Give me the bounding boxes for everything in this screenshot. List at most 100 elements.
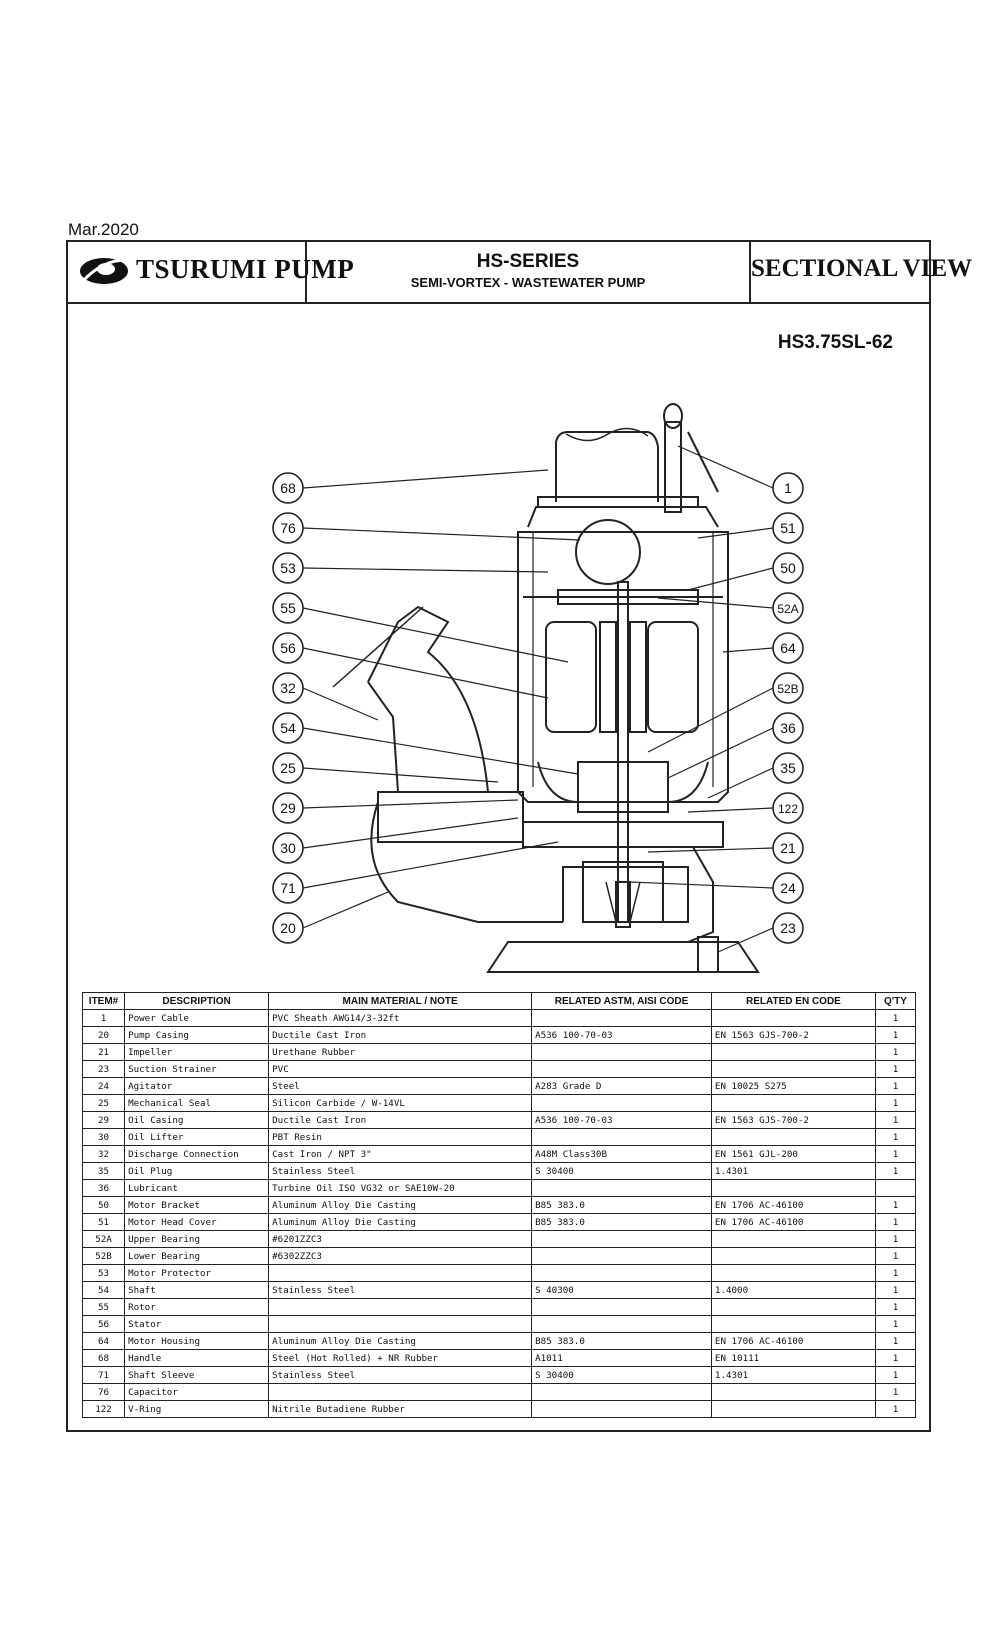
item-description: Shaft Sleeve <box>124 1366 270 1384</box>
callout-circle <box>772 592 804 624</box>
item-number: 32 <box>81 1145 126 1163</box>
item-material: Aluminum Alloy Die Casting <box>268 1332 533 1350</box>
callout-circle <box>772 792 804 824</box>
item-description: Agitator <box>124 1077 270 1095</box>
callout-right: 24 <box>772 872 804 904</box>
item-description: Discharge Connection <box>124 1145 270 1163</box>
callout-label: 52A <box>777 602 798 616</box>
item-number: 64 <box>81 1332 126 1350</box>
item-quantity: 1 <box>874 1264 917 1282</box>
item-en-code: EN 1563 GJS-700-2 <box>710 1111 876 1129</box>
callout-left: 30 <box>272 832 304 864</box>
callout-label: 53 <box>280 560 296 576</box>
item-astm-code <box>531 1179 712 1197</box>
callout-right: 21 <box>772 832 804 864</box>
leader-lines <box>302 445 774 953</box>
item-quantity: 1 <box>874 1009 917 1027</box>
item-en-code <box>710 1264 876 1282</box>
item-material <box>268 1383 533 1401</box>
callout-left: 56 <box>272 632 304 664</box>
item-number: 76 <box>81 1383 126 1401</box>
item-description: Lubricant <box>124 1179 270 1197</box>
item-number: 53 <box>81 1264 126 1282</box>
item-description: Stator <box>124 1315 270 1333</box>
item-material: Aluminum Alloy Die Casting <box>268 1213 533 1231</box>
item-astm-code: B85 383.0 <box>531 1196 712 1214</box>
item-quantity: 1 <box>874 1060 917 1078</box>
item-quantity: 1 <box>874 1196 917 1214</box>
item-number: 51 <box>81 1213 126 1231</box>
item-description: Capacitor <box>124 1383 270 1401</box>
callout-circle <box>272 632 304 664</box>
item-astm-code: B85 383.0 <box>531 1213 712 1231</box>
callout-left: 20 <box>272 912 304 944</box>
item-quantity: 1 <box>874 1400 917 1418</box>
item-astm-code: A536 100-70-03 <box>531 1026 712 1044</box>
item-astm-code <box>531 1400 712 1418</box>
item-quantity: 1 <box>874 1128 917 1146</box>
item-en-code <box>710 1400 876 1418</box>
item-description: Handle <box>124 1349 270 1367</box>
callout-right: 52A <box>772 592 804 624</box>
item-en-code: EN 10111 <box>710 1349 876 1367</box>
callout-left: 54 <box>272 712 304 744</box>
title-cell: HS-SERIES SEMI-VORTEX - WASTEWATER PUMP <box>307 242 751 302</box>
callout-label: 32 <box>280 680 296 696</box>
callout-circle <box>772 752 804 784</box>
item-astm-code <box>531 1230 712 1248</box>
item-number: 20 <box>81 1026 126 1044</box>
title-block: TSURUMI PUMP HS-SERIES SEMI-VORTEX - WAS… <box>68 242 973 304</box>
callout-circle <box>272 752 304 784</box>
item-description: Suction Strainer <box>124 1060 270 1078</box>
callout-circle <box>272 552 304 584</box>
item-en-code: 1.4301 <box>710 1162 876 1180</box>
item-description: Upper Bearing <box>124 1230 270 1248</box>
callout-right: 36 <box>772 712 804 744</box>
item-material: Stainless Steel <box>268 1162 533 1180</box>
item-quantity: 1 <box>874 1043 917 1061</box>
document-date: Mar.2020 <box>68 220 139 239</box>
item-quantity: 1 <box>874 1230 917 1248</box>
item-en-code <box>710 1043 876 1061</box>
item-quantity: 1 <box>874 1298 917 1316</box>
callout-label: 35 <box>780 760 796 776</box>
item-en-code: EN 10025 S275 <box>710 1077 876 1095</box>
item-en-code <box>710 1298 876 1316</box>
item-description: Motor Head Cover <box>124 1213 270 1231</box>
callout-circle <box>272 672 304 704</box>
item-number: 30 <box>81 1128 126 1146</box>
model-number: HS3.75SL-62 <box>777 332 893 353</box>
col-en: RELATED EN CODE <box>710 992 876 1010</box>
callout-label: 55 <box>280 600 296 616</box>
item-material: #6302ZZC3 <box>268 1247 533 1265</box>
item-description: Motor Housing <box>124 1332 270 1350</box>
item-quantity: 1 <box>874 1111 917 1129</box>
callout-label: 23 <box>780 920 796 936</box>
item-en-code <box>710 1128 876 1146</box>
drawing-frame: TSURUMI PUMP HS-SERIES SEMI-VORTEX - WAS… <box>66 240 973 1432</box>
item-quantity: 1 <box>874 1162 917 1180</box>
callout-label: 54 <box>280 720 296 736</box>
item-material: Steel (Hot Rolled) + NR Rubber <box>268 1349 533 1367</box>
item-material: Nitrile Butadiene Rubber <box>268 1400 533 1418</box>
item-astm-code <box>531 1128 712 1146</box>
item-astm-code <box>531 1383 712 1401</box>
item-description: Oil Plug <box>124 1162 270 1180</box>
item-quantity: 1 <box>874 1315 917 1333</box>
callout-circle <box>772 632 804 664</box>
item-number: 25 <box>81 1094 126 1112</box>
view-title: SECTIONAL VIEW <box>751 255 973 282</box>
callout-right: 35 <box>772 752 804 784</box>
callout-label: 76 <box>280 520 296 536</box>
callout-label: 122 <box>778 802 798 816</box>
item-astm-code <box>531 1060 712 1078</box>
